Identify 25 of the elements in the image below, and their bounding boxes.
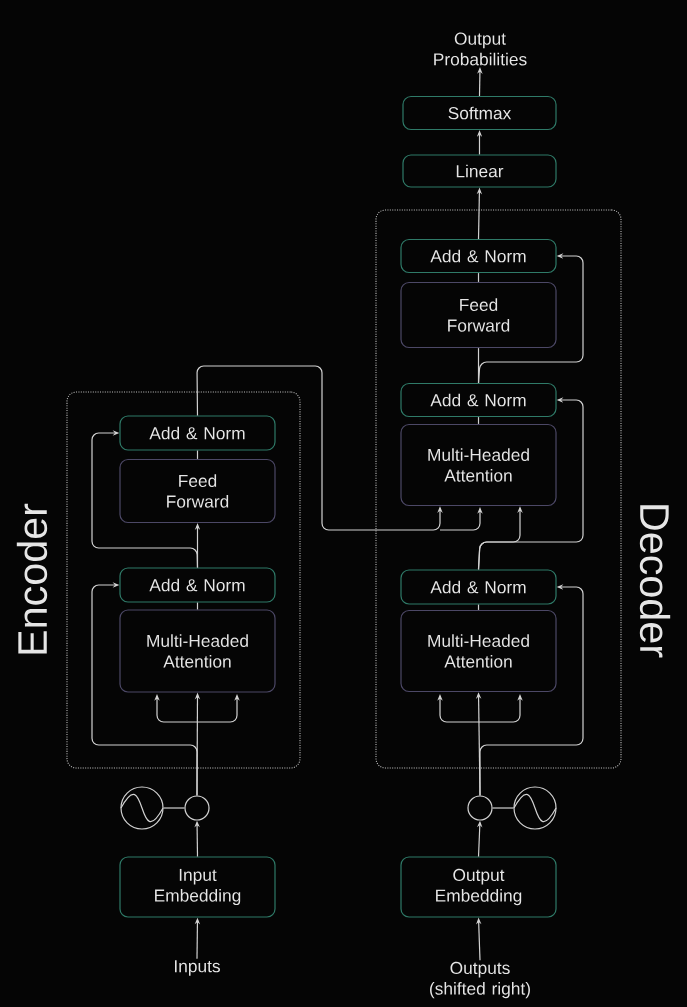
attention-box: Multi-Headed Attention: [400, 423, 557, 507]
sine-wave-circle: [513, 786, 557, 830]
input-label: Inputs: [175, 960, 220, 976]
add-norm-box: Add & Norm: [400, 569, 557, 605]
feed-forward-box: Feed Forward: [400, 281, 557, 349]
arrow: [91, 430, 199, 568]
add-norm-box: Add & Norm: [400, 238, 557, 274]
arrow: [91, 582, 198, 796]
attention-box: Multi-Headed Attention: [119, 609, 276, 693]
feed-forward-box: Feed Forward: [119, 458, 276, 524]
embedding-box: Input Embedding: [119, 856, 276, 918]
input-label: Outputs (shifted right): [430, 961, 530, 999]
adder-circle: [467, 795, 493, 821]
adder-circle: [184, 795, 210, 821]
add-norm-box: Add & Norm: [119, 567, 276, 603]
output-label: Output Probabilities: [434, 32, 527, 66]
add-norm-box: Add & Norm: [119, 415, 276, 451]
linear-box: Linear: [402, 154, 557, 188]
add-norm-box: Add & Norm: [400, 382, 557, 418]
attention-box: Multi-Headed Attention: [400, 609, 557, 693]
side-label: Encoder: [16, 503, 48, 654]
sine-wave-circle: [120, 786, 164, 830]
side-label: Decoder: [639, 505, 671, 658]
embedding-box: Output Embedding: [400, 856, 557, 918]
softmax-box: Softmax: [402, 95, 557, 131]
